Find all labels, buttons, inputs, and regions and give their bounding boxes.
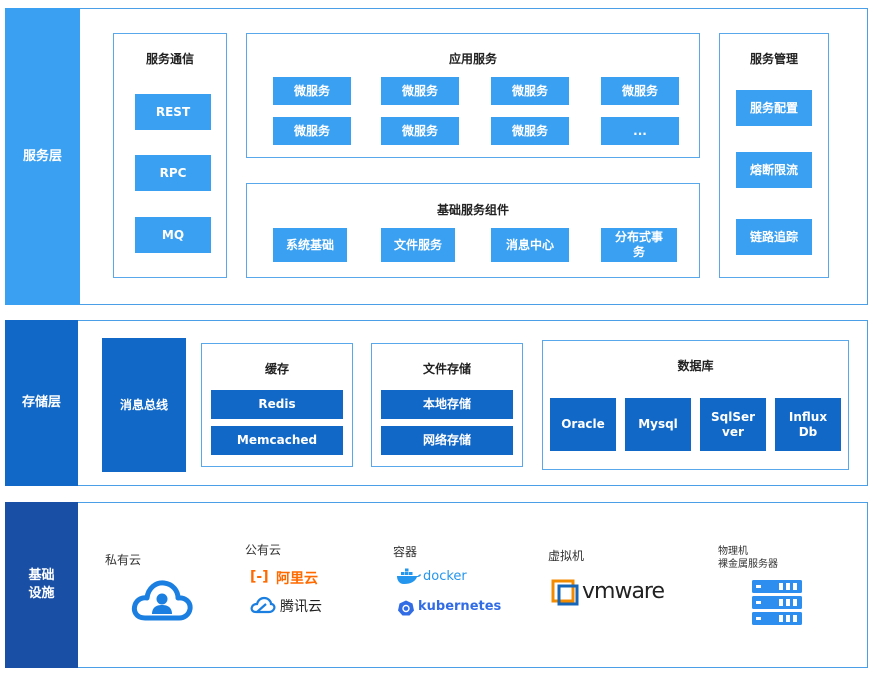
private-cloud-icon [131, 578, 193, 622]
physical-machine-label: 物理机 [718, 546, 748, 557]
microservice-node: 微服务 [273, 77, 351, 105]
docker-icon [397, 568, 421, 584]
database-group: 数据库 Oracle Mysql SqlServer InfluxDb [542, 340, 849, 470]
redis-node: Redis [211, 390, 343, 419]
infra-layer [5, 502, 868, 668]
service-layer-label: 服务层 [5, 8, 80, 305]
network-storage-node: 网络存储 [381, 426, 513, 455]
vmware-text: vmware [582, 579, 665, 604]
sqlserver-node: SqlServer [700, 398, 766, 451]
comm-title: 服务通信 [145, 52, 194, 66]
file-storage-title: 文件存储 [422, 362, 471, 376]
microservice-node: 微服务 [273, 117, 351, 145]
app-title: 应用服务 [448, 52, 497, 66]
vm-label: 虚拟机 [548, 549, 585, 563]
public-cloud-label: 公有云 [245, 543, 282, 557]
microservice-node: 微服务 [381, 77, 459, 105]
oracle-node: Oracle [550, 398, 616, 451]
tencent-cloud-icon [250, 596, 276, 614]
aliyun-text: 阿里云 [276, 571, 318, 587]
microservice-node: 微服务 [491, 117, 569, 145]
container-label: 容器 [393, 545, 418, 559]
tencent-cloud-logo: 腾讯云 [250, 594, 340, 616]
rest-node: REST [135, 94, 211, 130]
base-title: 基础服务组件 [436, 203, 509, 217]
app-group: 应用服务 微服务 微服务 微服务 微服务 微服务 微服务 微服务 ... [246, 33, 700, 158]
memcached-node: Memcached [211, 426, 343, 455]
storage-layer-label: 存储层 [5, 320, 78, 486]
tencent-cloud-text: 腾讯云 [280, 599, 322, 615]
server-rack-icon [752, 580, 802, 626]
mgmt-node-config: 服务配置 [736, 90, 812, 126]
docker-logo: docker [396, 566, 476, 588]
aliyun-icon: [-] [250, 569, 269, 585]
cache-group: 缓存 Redis Memcached [201, 343, 353, 467]
docker-text: docker [423, 569, 467, 584]
influxdb-node: InfluxDb [775, 398, 841, 451]
rpc-node: RPC [135, 155, 211, 191]
mgmt-title: 服务管理 [749, 52, 798, 66]
kubernetes-text: kubernetes [418, 599, 502, 614]
message-bus-node: 消息总线 [102, 338, 186, 472]
microservice-node: 微服务 [381, 117, 459, 145]
aliyun-logo: [-] 阿里云 [250, 567, 330, 587]
kubernetes-icon [398, 600, 414, 616]
vmware-icon [551, 579, 579, 606]
vmware-logo: vmware [551, 579, 671, 609]
microservice-node: 微服务 [491, 77, 569, 105]
base-node-message: 消息中心 [491, 228, 569, 262]
comm-group: 服务通信 REST RPC MQ [113, 33, 227, 278]
private-cloud-label: 私有云 [105, 553, 142, 567]
mysql-node: Mysql [625, 398, 691, 451]
base-node-system: 系统基础 [273, 228, 347, 262]
more-node: ... [601, 117, 679, 145]
infra-layer-label: 基础设施 [5, 502, 78, 668]
database-title: 数据库 [677, 359, 714, 373]
kubernetes-logo: kubernetes [398, 599, 508, 619]
cache-title: 缓存 [264, 362, 289, 376]
mgmt-group: 服务管理 服务配置 熔断限流 链路追踪 [719, 33, 829, 278]
microservice-node: 微服务 [601, 77, 679, 105]
base-node-file: 文件服务 [381, 228, 455, 262]
mq-node: MQ [135, 217, 211, 253]
base-node-transaction: 分布式事务 [601, 228, 677, 262]
mgmt-node-circuit: 熔断限流 [736, 152, 812, 188]
file-storage-group: 文件存储 本地存储 网络存储 [371, 343, 523, 467]
bare-metal-label: 裸金属服务器 [718, 559, 778, 570]
local-storage-node: 本地存储 [381, 390, 513, 419]
mgmt-node-tracing: 链路追踪 [736, 219, 812, 255]
base-group: 基础服务组件 系统基础 文件服务 消息中心 分布式事务 [246, 183, 700, 278]
